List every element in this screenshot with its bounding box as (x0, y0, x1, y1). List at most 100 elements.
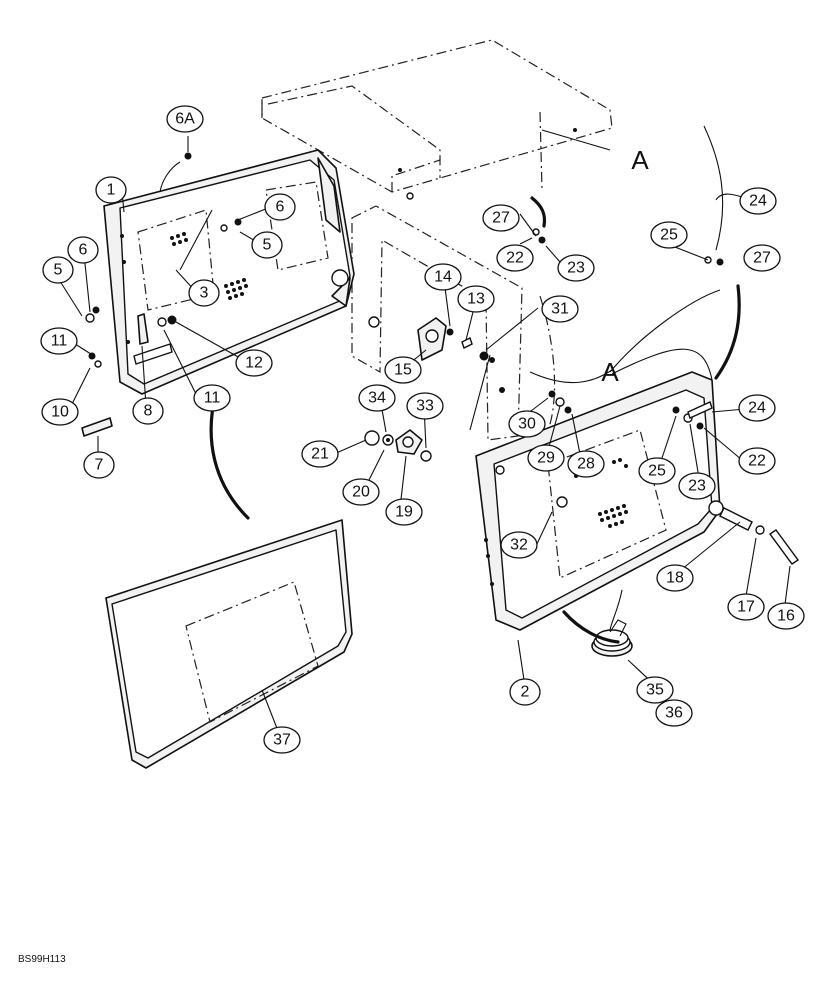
svg-text:3: 3 (200, 285, 209, 302)
hinge-hardware (81, 152, 799, 565)
right-door-panel (475, 371, 724, 631)
callout-15: 15 (384, 356, 422, 384)
svg-text:31: 31 (551, 301, 569, 318)
callout-1: 1 (95, 176, 127, 204)
callout-23-lower: 23 (678, 472, 716, 500)
svg-text:37: 37 (273, 732, 291, 749)
callout-23-upper: 23 (557, 254, 595, 282)
reference-letter-a-upper: A (631, 145, 649, 175)
callout-37: 37 (263, 726, 301, 754)
svg-text:23: 23 (567, 260, 585, 277)
svg-text:1: 1 (107, 182, 116, 199)
callout-32: 32 (500, 531, 538, 559)
callout-29: 29 (527, 444, 565, 472)
callout-34: 34 (358, 384, 396, 412)
callout-35: 35 (636, 676, 674, 704)
svg-text:18: 18 (666, 570, 684, 587)
svg-text:12: 12 (245, 355, 263, 372)
svg-text:24: 24 (749, 193, 767, 210)
svg-text:25: 25 (660, 227, 678, 244)
door-glass-panel (105, 519, 353, 769)
callout-33: 33 (406, 392, 444, 420)
svg-text:22: 22 (748, 453, 766, 470)
svg-text:6A: 6A (175, 111, 195, 128)
callout-27-upper: 27 (482, 204, 520, 232)
callout-18: 18 (656, 564, 694, 592)
reference-letter-a-lower: A (601, 357, 619, 387)
svg-text:27: 27 (753, 250, 771, 267)
callout-7: 7 (83, 451, 115, 479)
svg-text:20: 20 (352, 484, 370, 501)
right-panel-holes-lower (598, 504, 628, 528)
svg-text:28: 28 (577, 456, 595, 473)
callout-19: 19 (385, 498, 423, 526)
svg-text:11: 11 (51, 333, 68, 350)
svg-text:32: 32 (510, 537, 528, 554)
callout-17: 17 (727, 593, 765, 621)
callout-25-upper: 25 (650, 221, 688, 249)
svg-text:34: 34 (368, 390, 386, 407)
roof-frame (261, 39, 613, 193)
svg-text:7: 7 (95, 457, 104, 474)
callout-13: 13 (457, 285, 495, 313)
svg-text:8: 8 (144, 403, 153, 420)
callout-20: 20 (342, 478, 380, 506)
figure-code: BS99H113 (18, 954, 66, 965)
svg-text:33: 33 (416, 398, 434, 415)
callout-14: 14 (424, 263, 462, 291)
wire-harness-coil (591, 589, 633, 657)
callout-25-lower: 25 (638, 457, 676, 485)
svg-text:25: 25 (648, 463, 666, 480)
callout-5-left: 5 (42, 256, 74, 284)
callout-6-upper: 6 (264, 193, 296, 221)
svg-text:6: 6 (79, 242, 88, 259)
svg-text:13: 13 (467, 291, 485, 308)
callout-16: 16 (767, 602, 805, 630)
svg-text:17: 17 (737, 599, 755, 616)
callout-22-lower: 22 (738, 447, 776, 475)
callout-21: 21 (301, 440, 339, 468)
svg-text:6: 6 (276, 199, 285, 216)
svg-text:27: 27 (492, 210, 510, 227)
left-panel-holes-upper (170, 232, 188, 246)
svg-text:19: 19 (395, 504, 413, 521)
svg-text:36: 36 (665, 705, 683, 722)
callout-10: 10 (41, 398, 79, 426)
svg-text:14: 14 (434, 269, 452, 286)
svg-text:11: 11 (204, 390, 221, 407)
callout-24-upper: 24 (739, 187, 777, 215)
callout-12: 12 (235, 349, 273, 377)
callout-27-right: 27 (743, 244, 781, 272)
svg-text:29: 29 (537, 450, 555, 467)
svg-text:35: 35 (646, 682, 664, 699)
svg-text:24: 24 (748, 400, 766, 417)
callout-2: 2 (509, 678, 541, 706)
callout-11-upper: 11 (40, 327, 78, 355)
assembly-arrows (209, 196, 741, 644)
callout-11-lower: 11 (193, 384, 231, 412)
callout-6A: 6A (166, 105, 204, 133)
svg-text:16: 16 (777, 608, 795, 625)
svg-text:23: 23 (688, 478, 706, 495)
callout-8: 8 (132, 397, 164, 425)
callout-6-left: 6 (67, 236, 99, 264)
svg-text:5: 5 (54, 262, 63, 279)
callout-28: 28 (567, 450, 605, 478)
svg-text:5: 5 (263, 237, 272, 254)
left-door-panel (103, 149, 355, 395)
callout-36: 36 (655, 699, 693, 727)
callout-22-upper: 22 (496, 244, 534, 272)
callout-31: 31 (541, 295, 579, 323)
callout-3: 3 (188, 279, 220, 307)
callout-30: 30 (508, 410, 546, 438)
svg-text:21: 21 (311, 446, 329, 463)
callout-5-upper: 5 (251, 231, 283, 259)
svg-text:2: 2 (521, 684, 530, 701)
left-panel-holes-lower (224, 278, 248, 300)
svg-text:22: 22 (506, 250, 524, 267)
svg-text:15: 15 (394, 362, 412, 379)
svg-text:30: 30 (518, 416, 536, 433)
callout-24-lower: 24 (738, 394, 776, 422)
svg-text:10: 10 (51, 404, 69, 421)
